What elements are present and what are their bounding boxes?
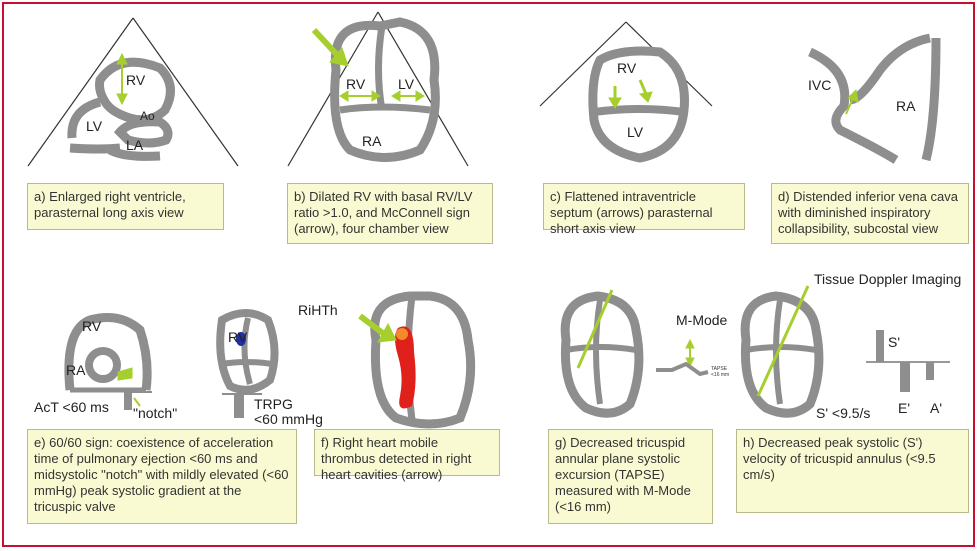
label-e-rv2: RV — [228, 329, 247, 345]
label-g-tapse-value: <16 mm — [711, 372, 729, 378]
panel-d-illustration — [810, 38, 936, 160]
label-h-s-threshold: S' <9.5/s — [816, 405, 870, 421]
caption-h: h) Decreased peak systolic (S') velocity… — [736, 429, 969, 513]
label-e-rv: RV — [82, 318, 101, 334]
label-c-rv: RV — [617, 60, 636, 76]
caption-a: a) Enlarged right ventricle, parasternal… — [27, 183, 224, 230]
panel-g-illustration — [565, 290, 708, 413]
label-a-la: LA — [126, 137, 143, 153]
label-h-a-prime: A' — [930, 400, 942, 416]
panel-c-illustration — [540, 22, 712, 158]
label-a-ao: Ao — [140, 109, 155, 123]
label-e-ra: RA — [66, 362, 85, 378]
label-h-e-prime: E' — [898, 400, 910, 416]
label-d-ra: RA — [896, 98, 915, 114]
label-b-rv: RV — [346, 76, 365, 92]
caption-e: e) 60/60 sign: coexistence of accelerati… — [27, 429, 297, 524]
label-a-lv: LV — [86, 118, 102, 134]
label-h-tdi: Tissue Doppler Imaging — [814, 271, 961, 287]
caption-c: c) Flattened intraventricle septum (arro… — [543, 183, 745, 230]
label-e-notch: "notch" — [133, 405, 177, 421]
caption-b: b) Dilated RV with basal RV/LV ratio >1.… — [287, 183, 493, 244]
panel-h-illustration — [745, 286, 950, 413]
label-h-s-prime: S' — [888, 334, 900, 350]
caption-g: g) Decreased tricuspid annular plane sys… — [548, 429, 713, 524]
label-c-lv: LV — [627, 124, 643, 140]
label-e-act: AcT <60 ms — [34, 399, 109, 415]
caption-d: d) Distended inferior vena cava with dim… — [771, 183, 969, 244]
label-d-ivc: IVC — [808, 77, 831, 93]
caption-f: f) Right heart mobile thrombus detected … — [314, 429, 500, 476]
label-g-mmode: M-Mode — [676, 312, 727, 328]
label-b-lv: LV — [398, 76, 414, 92]
label-b-ra: RA — [362, 133, 381, 149]
label-e-trpg-value: <60 mmHg — [254, 411, 323, 427]
label-f-rihth: RiHTh — [298, 302, 338, 318]
label-e-trpg: TRPG — [254, 396, 293, 412]
label-a-rv: RV — [126, 72, 145, 88]
panel-f-illustration — [360, 296, 471, 424]
